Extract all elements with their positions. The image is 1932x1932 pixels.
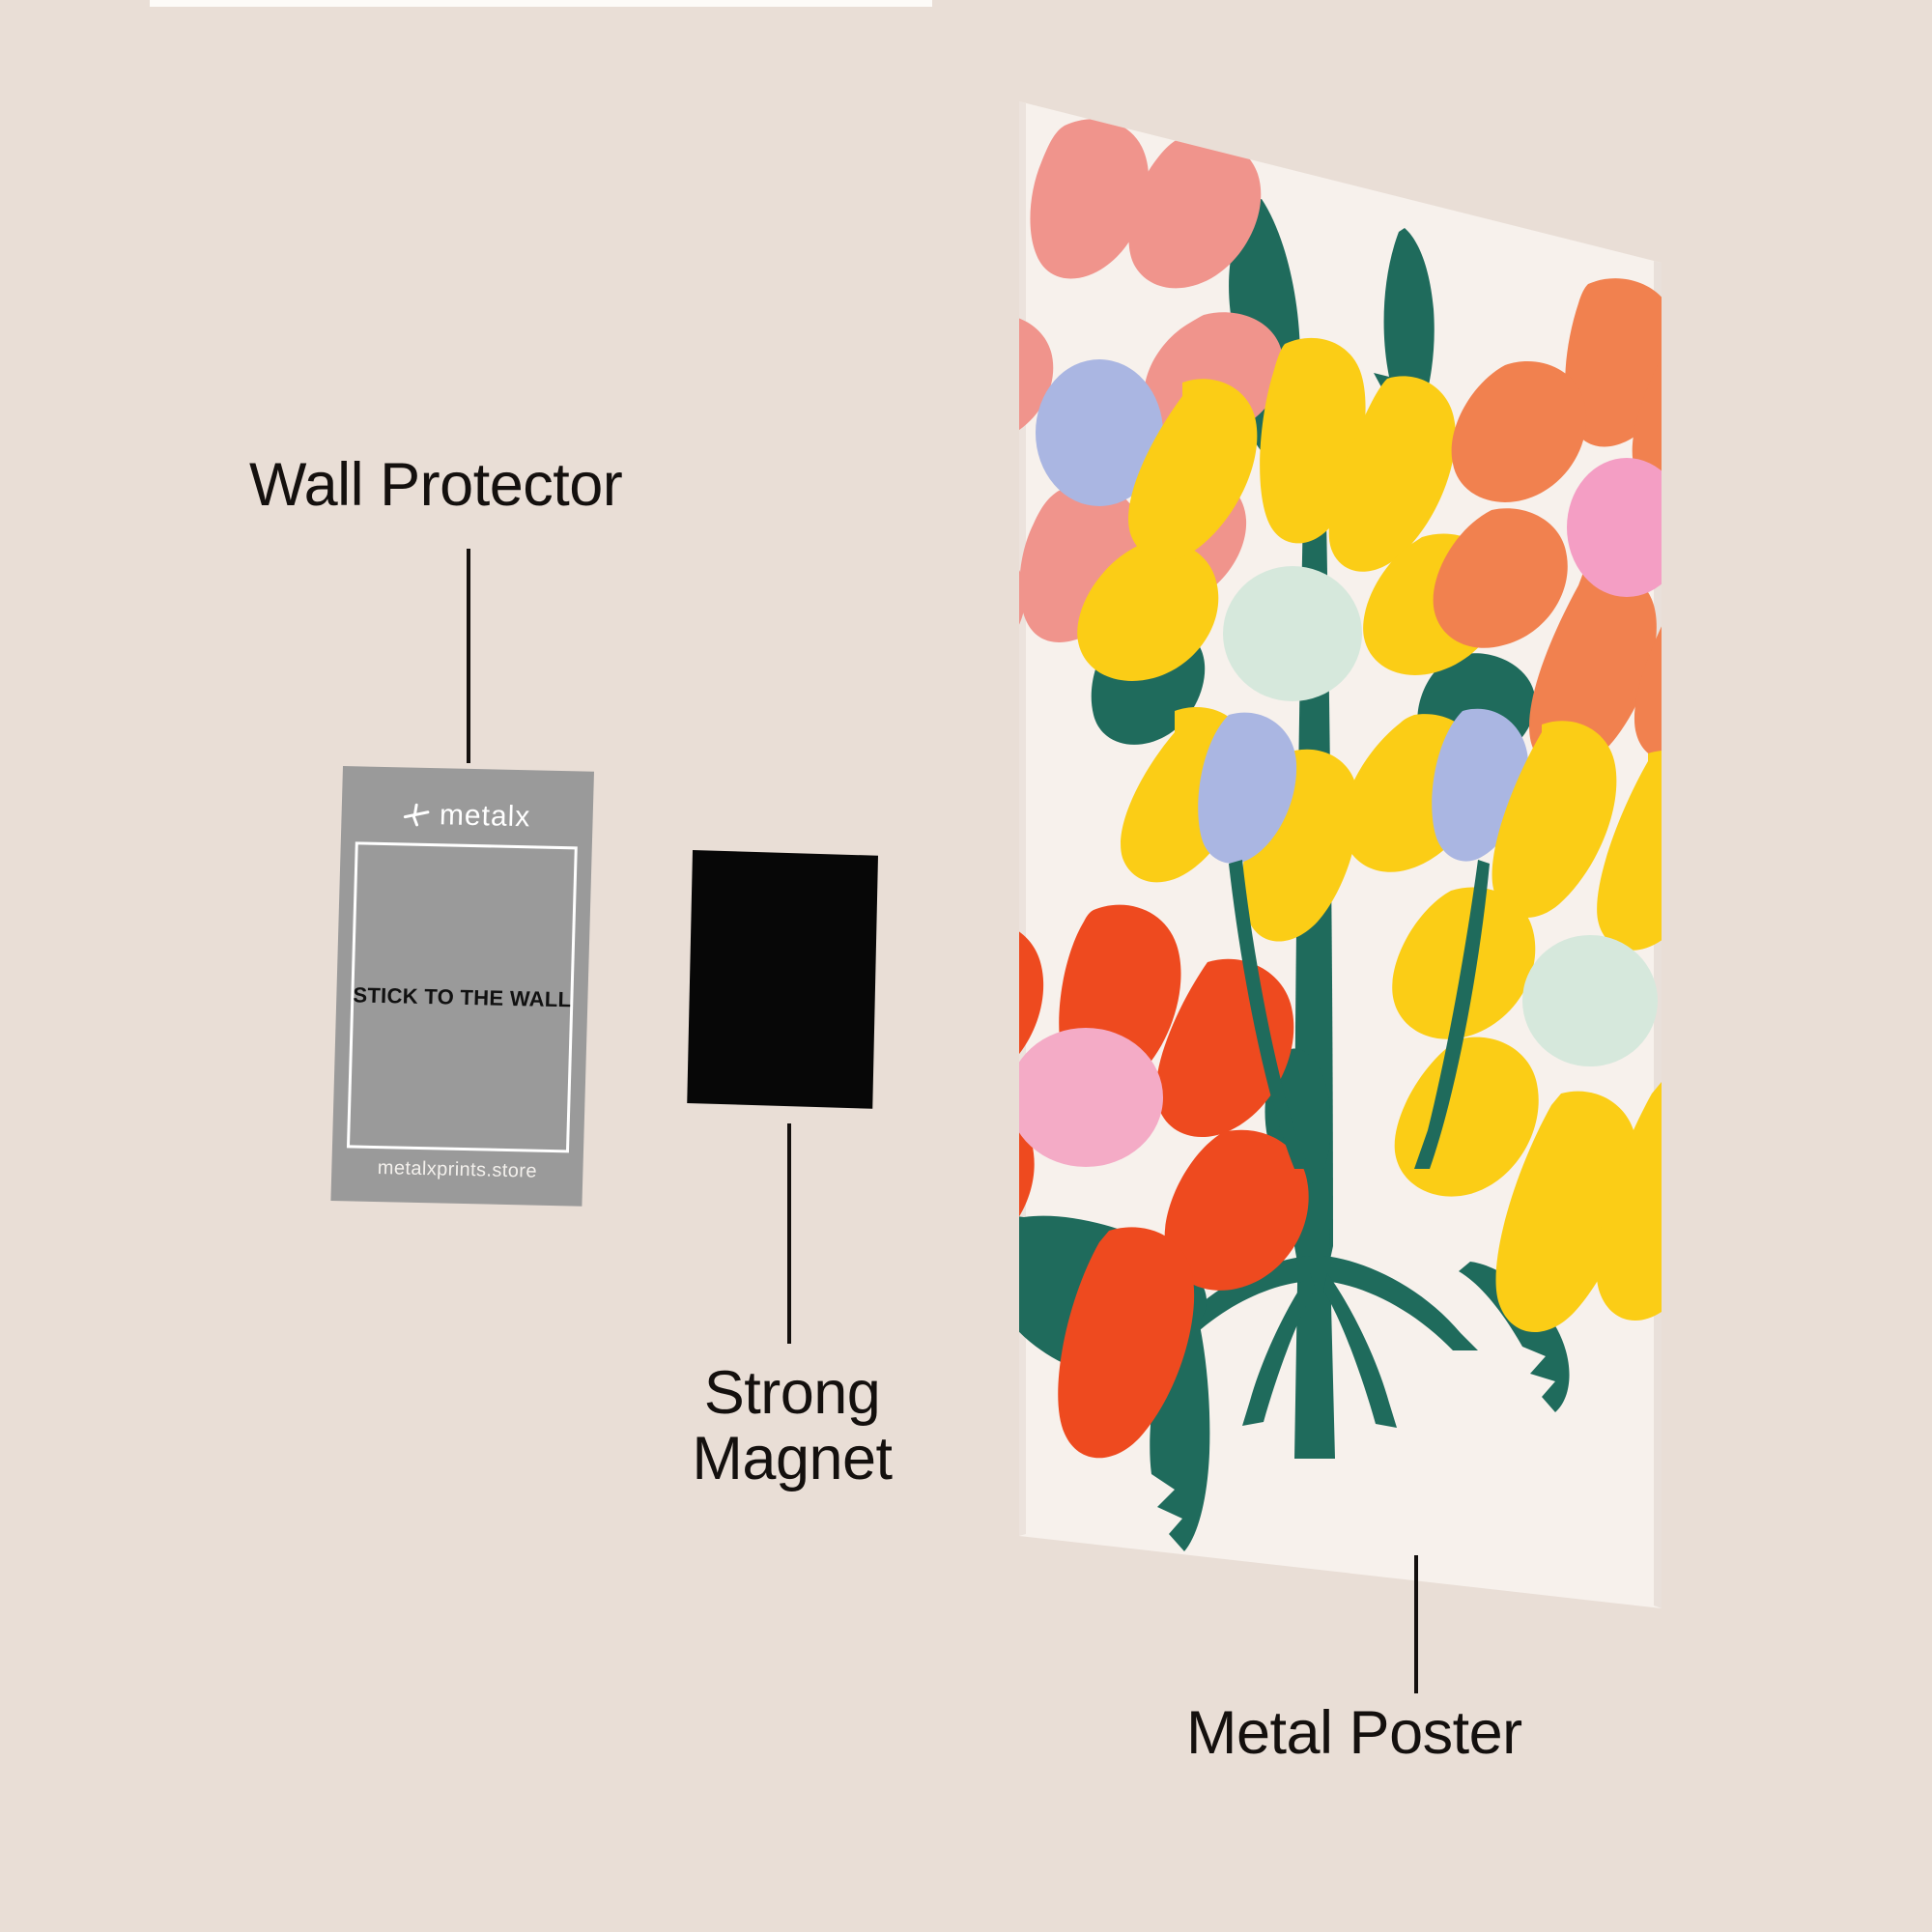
annotation-label-strong-magnet: Strong Magnet xyxy=(692,1359,893,1493)
metalx-brand-row: metalx xyxy=(341,799,593,834)
annotation-label-wall-protector: Wall Protector xyxy=(249,451,623,519)
store-url-text: metalxprints.store xyxy=(377,1157,538,1182)
strong-magnet-square[interactable] xyxy=(687,850,878,1109)
leader-line-wall-protector xyxy=(467,549,470,763)
top-white-strip xyxy=(150,0,932,7)
metal-poster-artwork xyxy=(1005,87,1681,1633)
metalx-brand-text: metalx xyxy=(439,799,531,834)
leader-line-strong-magnet xyxy=(787,1123,791,1344)
metalx-logo-icon xyxy=(403,802,432,828)
leader-line-metal-poster xyxy=(1414,1555,1418,1693)
wall-protector-card[interactable]: metalx STICK TO THE WALL metalxprints.st… xyxy=(330,766,594,1207)
annotation-label-metal-poster: Metal Poster xyxy=(1186,1699,1522,1767)
